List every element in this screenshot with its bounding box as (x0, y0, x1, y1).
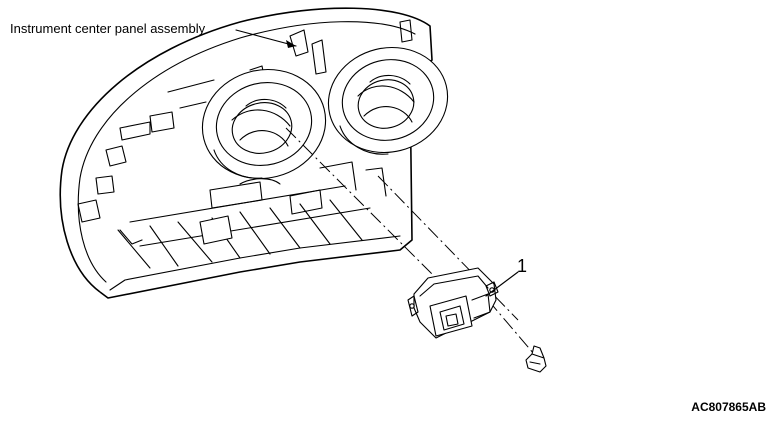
instrument-center-panel (59, 7, 433, 299)
part-1-switch-module (407, 267, 499, 339)
figure-code: AC807865AB (691, 400, 766, 414)
part-number-label: 1 (517, 256, 528, 276)
screw (525, 345, 547, 373)
assembly-leader-line (235, 29, 297, 48)
alignment-lines (285, 127, 535, 355)
part-1-leader-line (485, 271, 519, 297)
assembly-label: Instrument center panel assembly (10, 21, 206, 36)
right-air-vent (327, 46, 449, 155)
left-air-vent (201, 68, 327, 180)
